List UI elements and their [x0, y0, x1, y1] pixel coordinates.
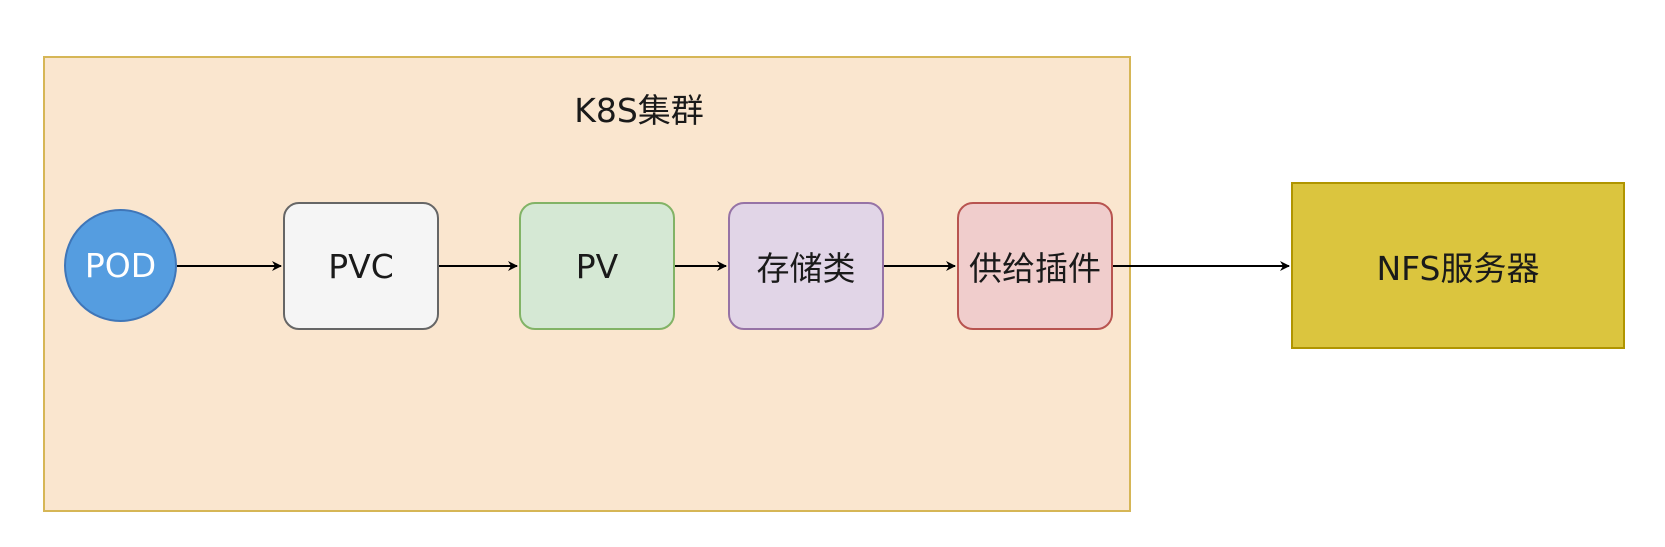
storage-class-node[interactable]: 存储类: [728, 202, 884, 330]
pod-node[interactable]: POD: [64, 209, 177, 322]
pv-node[interactable]: PV: [519, 202, 675, 330]
provisioner-node[interactable]: 供给插件: [957, 202, 1113, 330]
cluster-title: K8S集群: [574, 91, 704, 130]
pvc-node[interactable]: PVC: [283, 202, 439, 330]
nfs-server-node[interactable]: NFS服务器: [1291, 182, 1625, 349]
